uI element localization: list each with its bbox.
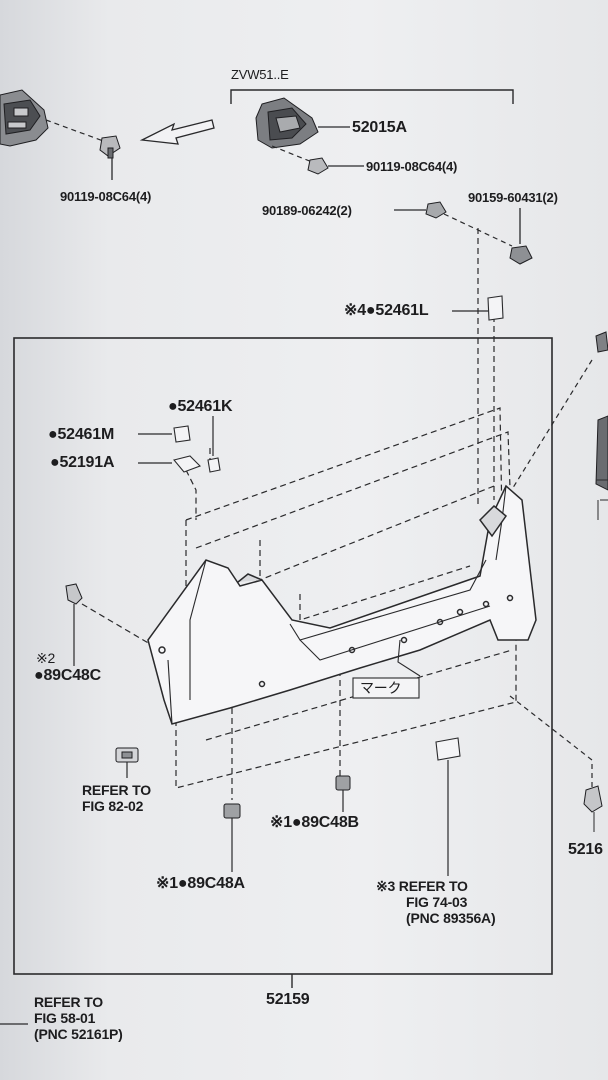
ref-fig74-line3: (PNC 89356A): [406, 910, 496, 927]
left-mount-part: [0, 89, 49, 147]
direction-arrow: [139, 119, 215, 145]
pad-52461M: [173, 425, 191, 443]
pad-52461L: [487, 295, 504, 321]
label-52015A: 52015A: [352, 119, 407, 136]
ref-fig58-line3: (PNC 52161P): [34, 1026, 123, 1043]
pad-52461K: [207, 457, 221, 473]
model-bracket: [230, 89, 514, 104]
label-89C48B: ※1●89C48B: [270, 814, 359, 831]
ref-fig74-line1: ※3 REFER TO: [376, 878, 468, 894]
tag-89356A: [435, 737, 461, 761]
ref-fig58: REFER TO FIG 58-01 (PNC 52161P): [34, 994, 123, 1042]
ref-fig82: REFER TO FIG 82-02: [82, 782, 151, 814]
clip-89C48C: [65, 583, 83, 605]
bolt-90119-right: [307, 157, 329, 175]
rear-bumper-52159: [147, 484, 537, 725]
label-90119-left: 90119-08C64(4): [60, 189, 152, 204]
label-52461M: ●52461M: [48, 426, 115, 443]
label-90159: 90159-60431(2): [468, 190, 558, 205]
label-90189: 90189-06242(2): [262, 203, 352, 218]
clip-90189: [425, 201, 447, 219]
right-side-partial: [595, 331, 608, 491]
mark-box: [352, 677, 420, 699]
clip-89C48A: [223, 803, 241, 819]
bracket-52015A: [255, 97, 319, 149]
ref-fig82-line1: REFER TO: [82, 782, 151, 798]
assembly-frame: [13, 337, 553, 975]
label-90119-right: 90119-08C64(4): [366, 159, 458, 174]
mark-label: マーク: [360, 680, 402, 696]
label-52191A: ●52191A: [50, 454, 115, 471]
clip-fig82: [115, 747, 139, 763]
label-5216-partial: 5216: [568, 841, 603, 858]
bolt-90159: [509, 245, 533, 265]
clip-5216-partial: [583, 785, 603, 832]
ref-fig74: ※3 REFER TO FIG 74-03 (PNC 89356A): [376, 878, 496, 927]
ref-fig58-line2: FIG 58-01: [34, 1010, 96, 1027]
ref-fig74-line2: FIG 74-03: [406, 894, 468, 911]
ref-fig58-line1: REFER TO: [34, 994, 103, 1010]
note-89C48C: ※2: [36, 650, 56, 666]
label-52461L: ※4●52461L: [344, 302, 429, 319]
bolt-90119-left: [99, 135, 121, 159]
pad-52191A: [173, 455, 201, 473]
model-label: ZVW51..E: [231, 67, 289, 82]
clip-89C48B: [335, 775, 351, 791]
label-52461K: ●52461K: [168, 398, 233, 415]
label-52159: 52159: [266, 991, 310, 1008]
label-89C48C: ●89C48C: [34, 667, 101, 684]
ref-fig82-line2: FIG 82-02: [82, 798, 144, 815]
label-89C48A: ※1●89C48A: [156, 875, 245, 892]
